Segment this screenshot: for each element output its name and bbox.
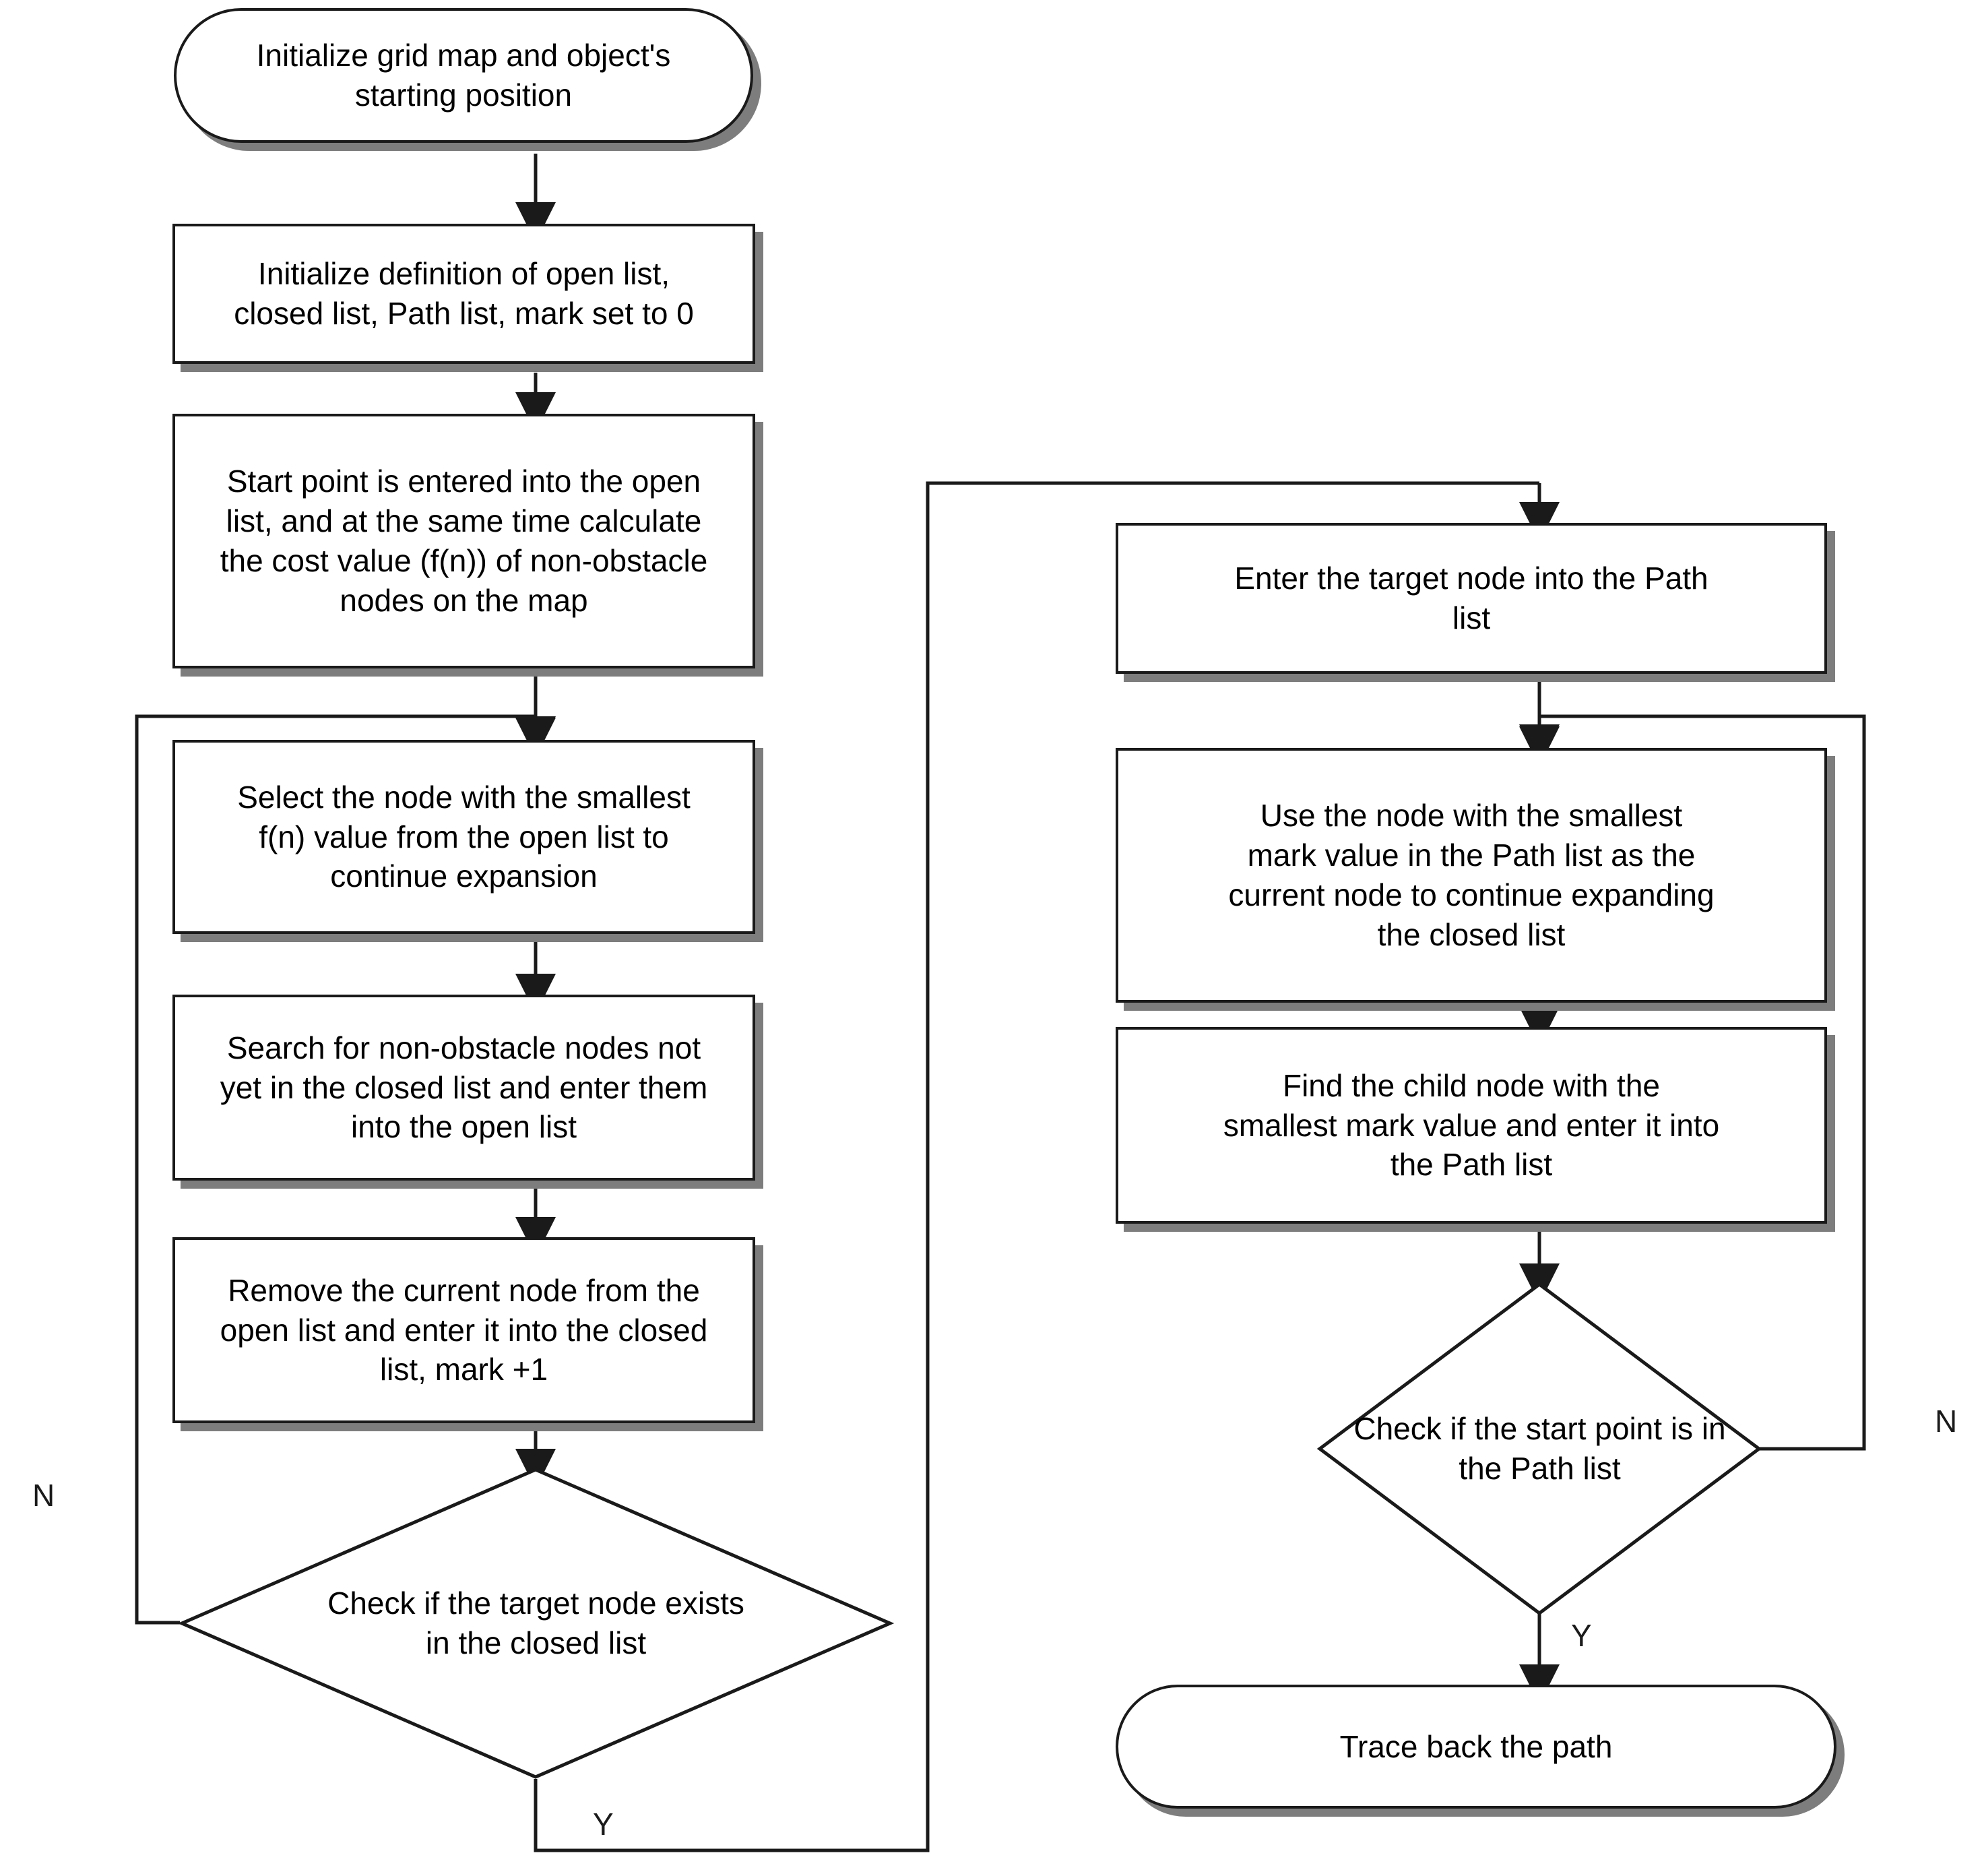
decision-check-target-in-closed-label: Check if the target node exists in the c… xyxy=(327,1586,744,1660)
node-search-non-obstacle: Search for non-obstacle nodes not yet in… xyxy=(172,995,755,1181)
decision-check-start-in-path: Check if the start point is in the Path … xyxy=(1316,1282,1982,1616)
node-trace-back-path-label: Trace back the path xyxy=(1339,1728,1613,1764)
branch-label-left-yes: Y xyxy=(593,1807,614,1842)
node-enter-target-into-path: Enter the target node into the Path list xyxy=(1116,523,1827,674)
node-select-smallest-f: Select the node with the smallest f(n) v… xyxy=(172,740,755,934)
node-start-point-open-list: Start point is entered into the open lis… xyxy=(172,414,755,668)
node-remove-current: Remove the current node from the open li… xyxy=(172,1237,755,1423)
node-trace-back-path: Trace back the path xyxy=(1116,1685,1836,1809)
branch-label-right-no: N xyxy=(1935,1404,1958,1439)
node-enter-target-into-path-label: Enter the target node into the Path list xyxy=(1234,561,1708,635)
node-use-smallest-mark: Use the node with the smallest mark valu… xyxy=(1116,748,1827,1003)
node-start-point-open-list-label: Start point is entered into the open lis… xyxy=(220,464,708,618)
node-select-smallest-f-label: Select the node with the smallest f(n) v… xyxy=(237,779,691,894)
node-remove-current-label: Remove the current node from the open li… xyxy=(220,1272,708,1387)
node-search-non-obstacle-label: Search for non-obstacle nodes not yet in… xyxy=(220,1030,708,1145)
node-find-child-node: Find the child node with the smallest ma… xyxy=(1116,1027,1827,1224)
node-init-lists-label: Initialize definition of open list, clos… xyxy=(234,256,694,331)
node-find-child-node-label: Find the child node with the smallest ma… xyxy=(1223,1067,1720,1183)
node-init-lists: Initialize definition of open list, clos… xyxy=(172,224,755,364)
node-initialize-grid-map: Initialize grid map and object's startin… xyxy=(174,8,753,143)
node-initialize-grid-map-label: Initialize grid map and object's startin… xyxy=(256,38,671,113)
branch-label-right-yes: Y xyxy=(1571,1618,1592,1653)
decision-check-start-in-path-label: Check if the start point is in the Path … xyxy=(1353,1411,1726,1486)
decision-check-target-in-closed: Check if the target node exists in the c… xyxy=(177,1468,895,1779)
node-use-smallest-mark-label: Use the node with the smallest mark valu… xyxy=(1228,798,1715,952)
branch-label-left-no: N xyxy=(32,1478,55,1513)
